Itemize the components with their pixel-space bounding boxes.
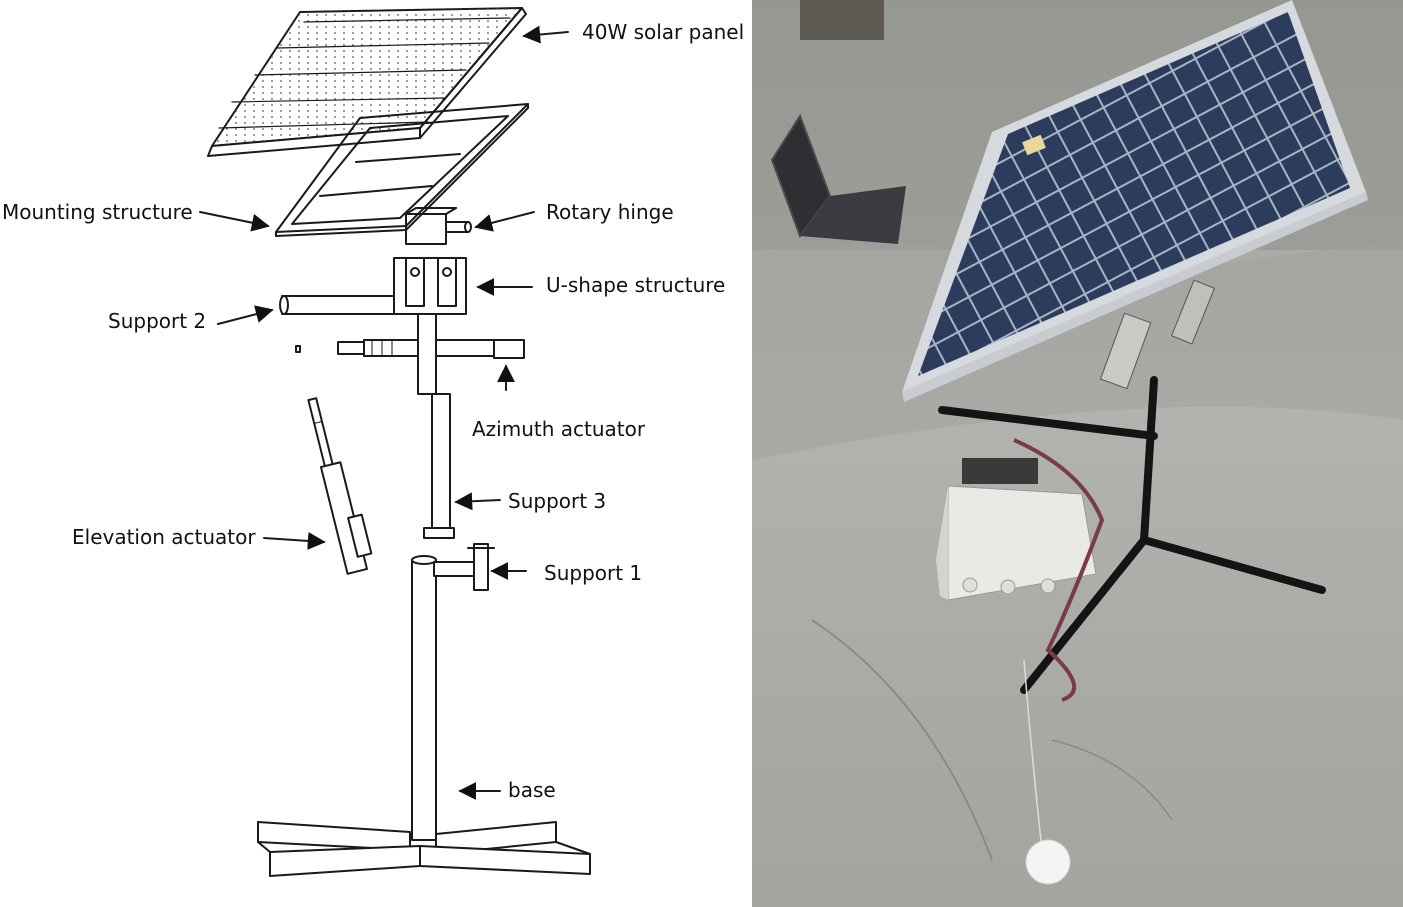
laptop <box>770 113 906 244</box>
rotary-hinge-drawing <box>405 207 472 245</box>
label-elevation-actuator: Elevation actuator <box>72 525 256 549</box>
label-u-shape-structure: U-shape structure <box>546 273 725 297</box>
prototype-photo <box>752 0 1403 907</box>
base-drawing <box>257 821 591 877</box>
support-1-drawing <box>411 543 495 841</box>
control-box <box>936 458 1097 601</box>
support-3-drawing <box>417 313 455 539</box>
support-2-drawing <box>279 295 395 315</box>
solar-panel-drawing <box>207 7 527 157</box>
tripod-stand <box>938 376 1326 694</box>
solar-panel-photo <box>902 0 1368 402</box>
label-mounting-structure: Mounting structure <box>2 200 193 224</box>
cable <box>1013 438 1105 702</box>
label-arrows <box>199 25 569 800</box>
exploded-assembly-diagram: 40W solar panel Mounting structure Rotar… <box>2 7 745 877</box>
label-solar-panel: 40W solar panel <box>582 20 744 44</box>
label-base: base <box>508 778 556 802</box>
label-rotary-hinge: Rotary hinge <box>546 200 674 224</box>
label-support-2: Support 2 <box>108 309 206 333</box>
light-sensor-ball <box>1025 839 1071 885</box>
label-support-3: Support 3 <box>508 489 606 513</box>
elevation-actuator-drawing <box>307 397 373 575</box>
u-shape-structure-drawing <box>393 257 467 315</box>
tree-trunk <box>800 0 884 40</box>
label-support-1: Support 1 <box>544 561 642 585</box>
elevation-actuator-photo <box>1099 279 1216 390</box>
label-azimuth-actuator: Azimuth actuator <box>472 417 646 441</box>
azimuth-actuator-drawing <box>295 339 525 359</box>
